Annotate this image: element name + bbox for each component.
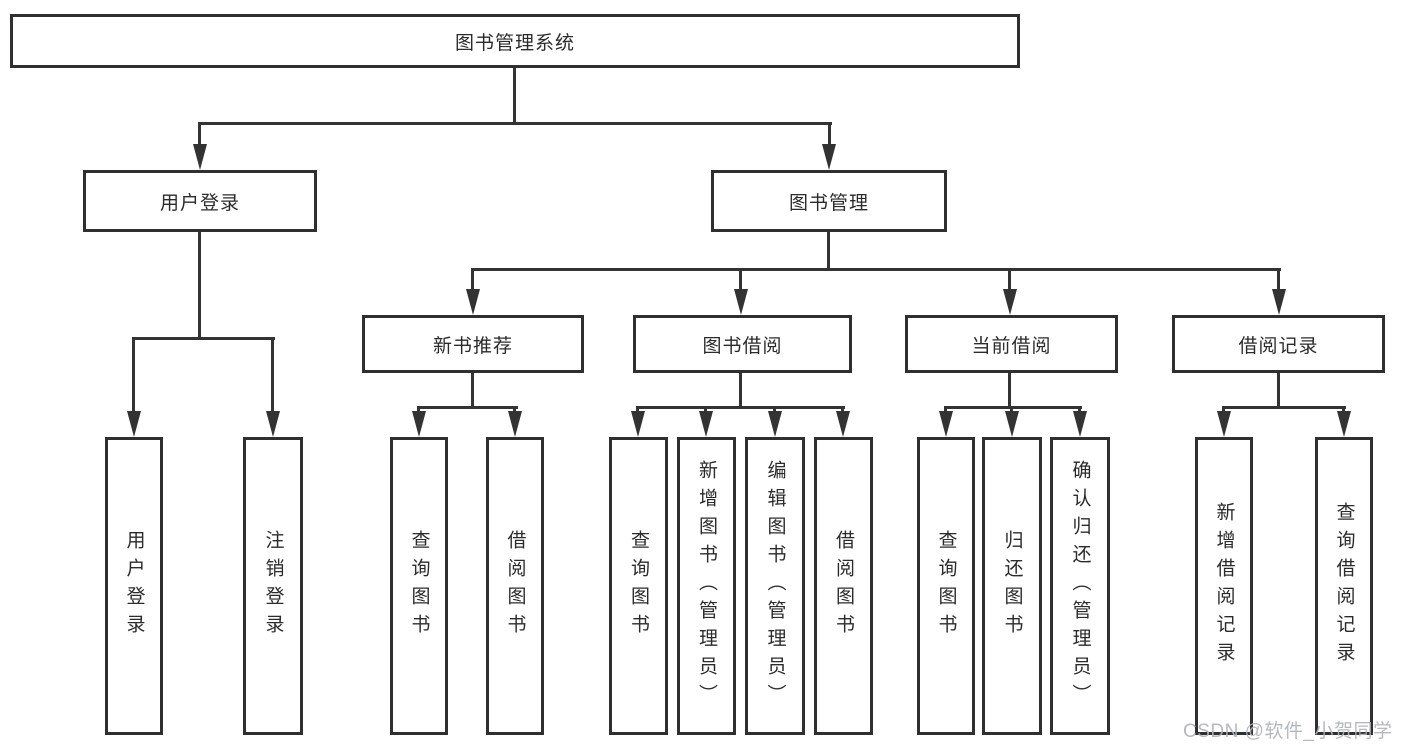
connector-line — [417, 406, 518, 409]
node-label: 用户登录 — [159, 192, 240, 214]
node-current-borrowing: 当前借阅 — [905, 315, 1118, 373]
node-new-book-recommend: 新书推荐 — [362, 315, 584, 373]
node-label: 编辑图书（管理员） — [764, 460, 786, 712]
node-library-management-system: 图书管理系统 — [10, 14, 1020, 68]
arrow-down-icon — [939, 411, 953, 437]
arrow-down-icon — [1003, 289, 1017, 315]
node-label: 图书管理系统 — [454, 32, 575, 54]
connector-line — [704, 406, 707, 415]
csdn-watermark: CSDN @软件_小贺同学 — [1183, 721, 1393, 742]
connector-line — [636, 406, 639, 415]
node-label: 图书管理 — [788, 192, 869, 214]
node-label: 当前借阅 — [971, 335, 1052, 357]
node-book-borrowing: 图书借阅 — [633, 315, 852, 373]
node-label: 借阅记录 — [1238, 335, 1319, 357]
arrow-down-icon — [508, 411, 522, 437]
arrow-down-icon — [266, 411, 280, 437]
connector-line — [1010, 406, 1013, 415]
arrow-down-icon — [1073, 411, 1087, 437]
node-label: 新增图书（管理员） — [696, 460, 717, 712]
arrow-down-icon — [412, 411, 426, 437]
node-book-management: 图书管理 — [711, 170, 947, 232]
connector-line — [198, 232, 201, 340]
connector-line — [1008, 268, 1011, 292]
connector-line — [944, 406, 947, 415]
connector-line — [271, 337, 274, 415]
connector-line — [841, 406, 844, 415]
connector-line — [471, 268, 474, 292]
arrow-down-icon — [1005, 411, 1019, 437]
connector-line — [773, 406, 776, 415]
arrow-down-icon — [1337, 411, 1351, 437]
connector-line — [198, 122, 201, 148]
node-return-book: 归还图书 — [982, 437, 1042, 735]
node-query-books-recommend: 查询图书 — [390, 437, 448, 735]
node-query-borrow-record: 查询借阅记录 — [1315, 437, 1373, 735]
node-label: 注销登录 — [262, 530, 284, 642]
connector-line — [1342, 406, 1345, 415]
arrow-down-icon — [768, 411, 782, 437]
arrow-down-icon — [822, 144, 836, 170]
arrow-down-icon — [734, 289, 748, 315]
node-user-login-action: 用户登录 — [105, 437, 163, 735]
connector-line — [513, 406, 516, 415]
arrow-down-icon — [127, 411, 141, 437]
node-borrow-books-recommend: 借阅图书 — [486, 437, 544, 735]
connector-line — [636, 406, 845, 409]
node-query-books-borrowing: 查询图书 — [609, 437, 668, 735]
arrow-down-icon — [466, 289, 480, 315]
connector-line — [1222, 406, 1225, 415]
connector-line — [1277, 268, 1280, 292]
node-borrow-books-borrowing: 借阅图书 — [814, 437, 873, 735]
node-label: 查询借阅记录 — [1333, 502, 1355, 670]
node-confirm-return-admin: 确认归还（管理员） — [1050, 437, 1110, 735]
connector-line — [198, 122, 832, 125]
arrow-down-icon — [193, 144, 207, 170]
connector-line — [828, 122, 831, 148]
arrow-down-icon — [836, 411, 850, 437]
node-label: 图书借阅 — [702, 335, 783, 357]
node-add-borrow-record: 新增借阅记录 — [1195, 437, 1253, 735]
node-label: 新书推荐 — [432, 335, 513, 357]
connector-line — [739, 268, 742, 292]
node-add-book-admin: 新增图书（管理员） — [677, 437, 736, 735]
node-label: 借阅图书 — [504, 530, 526, 642]
arrow-down-icon — [1272, 289, 1286, 315]
node-label: 借阅图书 — [833, 530, 854, 642]
node-label: 归还图书 — [1001, 530, 1023, 642]
connector-line — [739, 373, 742, 409]
node-logout: 注销登录 — [243, 437, 303, 735]
node-query-books-current: 查询图书 — [917, 437, 975, 735]
arrow-down-icon — [1217, 411, 1231, 437]
node-label: 用户登录 — [123, 530, 145, 642]
arrow-down-icon — [699, 411, 713, 437]
connector-line — [1078, 406, 1081, 415]
connector-line — [132, 337, 275, 340]
node-user-login: 用户登录 — [83, 170, 317, 232]
connector-line — [417, 406, 420, 415]
node-label: 新增借阅记录 — [1213, 502, 1235, 670]
node-label: 确认归还（管理员） — [1069, 460, 1091, 712]
connector-line — [944, 406, 1082, 409]
arrow-down-icon — [631, 411, 645, 437]
connector-line — [471, 373, 474, 409]
connector-line — [471, 268, 1281, 271]
connector-line — [1277, 373, 1280, 409]
connector-line — [1008, 373, 1011, 409]
connector-line — [513, 68, 516, 125]
node-edit-book-admin: 编辑图书（管理员） — [745, 437, 805, 735]
node-label: 查询图书 — [628, 530, 649, 642]
connector-line — [132, 337, 135, 415]
node-label: 查询图书 — [408, 530, 430, 642]
connector-line — [1222, 406, 1346, 409]
connector-line — [827, 232, 830, 271]
node-borrow-records: 借阅记录 — [1172, 315, 1385, 373]
node-label: 查询图书 — [935, 530, 957, 642]
